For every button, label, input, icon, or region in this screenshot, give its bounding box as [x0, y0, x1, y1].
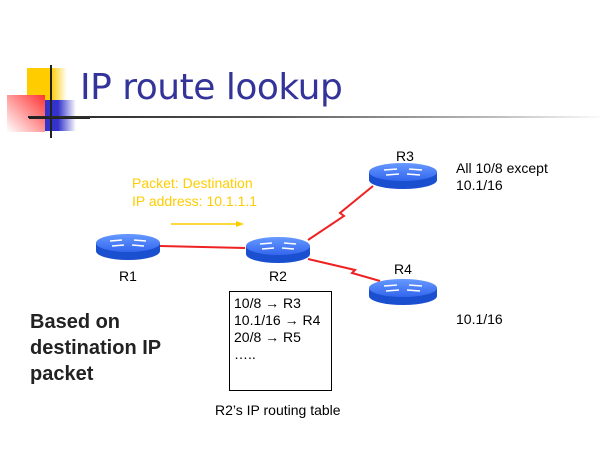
routing-table-row: …..	[234, 346, 331, 363]
router-icon-r3[interactable]	[369, 163, 437, 189]
route-prefix: 10.1/16	[234, 312, 281, 328]
r3-route-note: All 10/8 except 10.1/16	[456, 160, 548, 194]
route-arrow: →	[284, 312, 299, 328]
based-on-line2: destination IP	[30, 337, 162, 359]
logo-red-square	[7, 95, 45, 132]
packet-label-line1: Packet: Destination	[132, 175, 253, 191]
based-on-text: Based on destination IP packet	[30, 309, 161, 387]
route-next-hop: R3	[283, 295, 301, 311]
slide-logo	[0, 60, 90, 140]
slide-title: IP route lookup	[80, 67, 343, 108]
router-icon-r2[interactable]	[246, 237, 310, 263]
packet-label: Packet: Destination IP address: 10.1.1.1	[132, 174, 257, 210]
router-label-r1: R1	[119, 268, 137, 284]
logo-vertical-line	[50, 65, 52, 138]
route-arrow: →	[265, 329, 280, 345]
link-r2-r4	[307, 258, 381, 282]
routing-table-row: 10/8 → R3	[234, 295, 331, 312]
route-next-hop: R5	[283, 329, 301, 345]
based-on-line3: packet	[30, 363, 94, 385]
router-icon-r1[interactable]	[96, 234, 160, 260]
logo-horizontal-line	[29, 117, 90, 119]
route-prefix: 10/8	[234, 295, 262, 311]
packet-arrow	[171, 221, 244, 227]
link-r1-r2	[159, 245, 246, 249]
router-label-r2: R2	[269, 268, 287, 284]
route-prefix: …..	[234, 346, 256, 362]
route-arrow: →	[265, 295, 280, 311]
router-label-r3: R3	[396, 148, 414, 164]
r3-note-line1: All 10/8 except	[456, 160, 548, 176]
packet-label-line2: IP address: 10.1.1.1	[132, 193, 258, 209]
based-on-line1: Based on	[30, 311, 121, 333]
routing-table: 10/8 → R3 10.1/16 → R4 20/8 → R5 …..	[229, 291, 332, 391]
routing-table-row: 20/8 → R5	[234, 329, 331, 346]
title-underline	[28, 116, 600, 118]
link-r2-r3	[307, 185, 374, 241]
r4-route-note: 10.1/16	[456, 311, 503, 327]
r3-note-line2: 10.1/16	[456, 177, 503, 193]
route-prefix: 20/8	[234, 329, 262, 345]
router-label-r4: R4	[394, 261, 412, 277]
route-next-hop: R4	[302, 312, 321, 328]
routing-table-row: 10.1/16 → R4	[234, 312, 331, 329]
router-icon-r4[interactable]	[369, 279, 437, 305]
routing-table-caption: R2’s IP routing table	[215, 402, 341, 418]
